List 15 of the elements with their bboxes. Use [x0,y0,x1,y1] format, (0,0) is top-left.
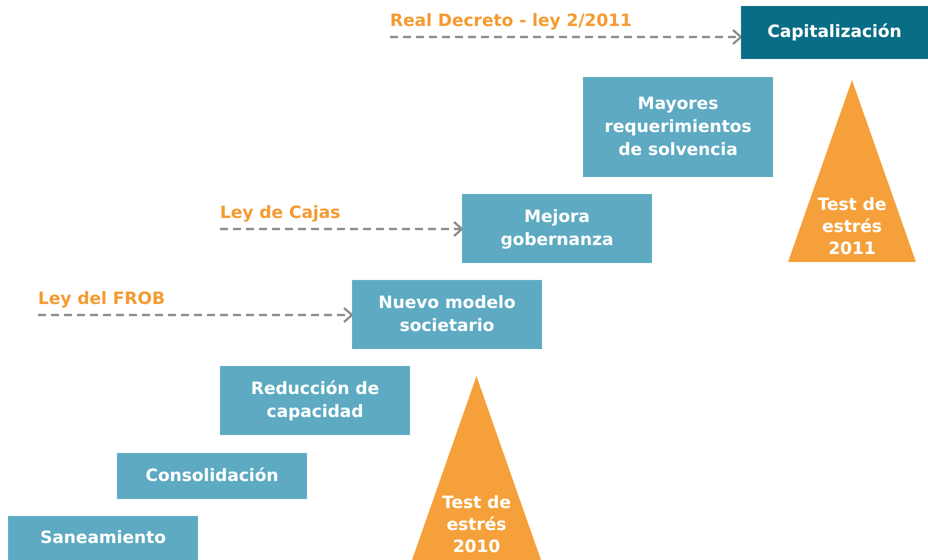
triangle-label: Test de estrés 2010 [441,492,512,558]
step-box: Mayores requerimientos de solvencia [583,77,773,177]
step-box: Reducción de capacidad [220,366,410,435]
step-box: Mejora gobernanza [462,194,652,263]
law-label: Ley del FROB [38,288,178,315]
step-box: Nuevo modelo societario [352,280,542,349]
dashed-arrow [390,28,742,46]
law-label: Ley de Cajas [220,202,360,229]
step-box: Saneamiento [8,516,198,560]
law-label: Real Decreto - ley 2/2011 [390,10,640,37]
triangle-label: Test de estrés 2011 [816,194,888,260]
dashed-arrow [220,220,464,238]
step-box: Consolidación [117,453,307,499]
dashed-arrow [38,306,354,324]
step-box: Capitalización [741,6,928,59]
